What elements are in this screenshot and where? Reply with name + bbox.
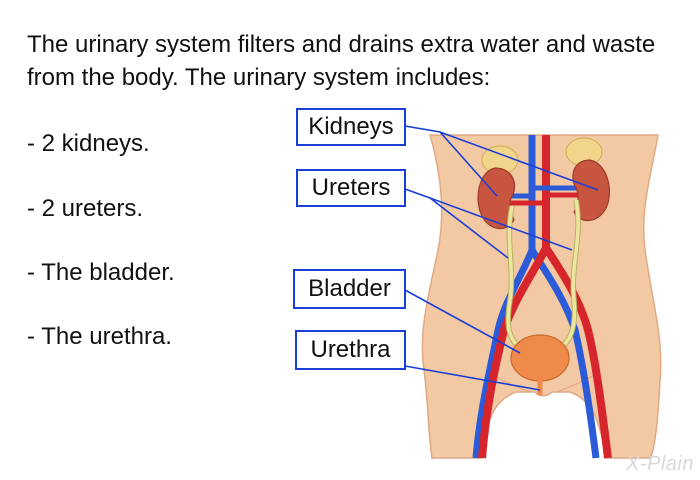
label-ureters: Ureters: [296, 169, 406, 207]
list-item-ureters: - 2 ureters.: [27, 195, 144, 222]
watermark-logo: X-Plain: [626, 453, 694, 475]
ureter-right-inner: [558, 199, 580, 350]
aorta-right-branch: [542, 245, 612, 459]
leader-lines: [404, 125, 599, 391]
list-item-kidneys: - 2 kidneys.: [27, 130, 150, 157]
kidney-right: [572, 159, 611, 222]
list-item-bladder: - The bladder.: [27, 259, 175, 286]
leader-urethra: [404, 365, 541, 391]
torso-silhouette: [421, 134, 662, 459]
bladder: [510, 334, 570, 382]
intro-text: The urinary system filters and drains ex…: [27, 31, 656, 91]
label-kidneys: Kidneys: [296, 108, 406, 146]
aorta: [478, 135, 550, 459]
label-bladder: Bladder: [293, 269, 406, 309]
kidney-left: [477, 167, 516, 230]
leader-bladder: [404, 289, 521, 354]
vena-cava: [472, 135, 536, 459]
list-item-urethra: - The urethra.: [27, 323, 172, 350]
leader-ureters-right: [429, 197, 573, 251]
leader-kidneys-right: [439, 131, 599, 191]
ureter-left-inner: [506, 205, 522, 350]
label-urethra: Urethra: [295, 330, 406, 370]
